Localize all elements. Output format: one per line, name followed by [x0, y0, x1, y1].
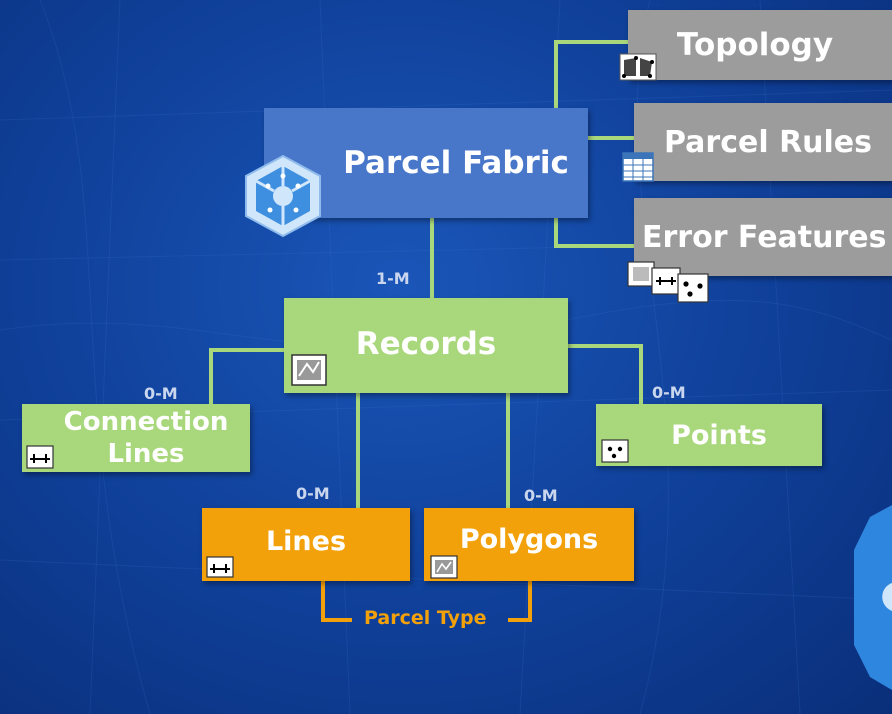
connector-records-points [568, 344, 643, 404]
line-feature-icon [26, 445, 54, 469]
connector-parcel-type-left [321, 581, 352, 622]
parcel-fabric-node: Parcel Fabric [264, 108, 588, 218]
parcel-rules-label: Parcel Rules [663, 124, 873, 160]
records-label: Records [355, 325, 497, 362]
topology-label: Topology [676, 27, 834, 63]
topology-node: Topology [628, 10, 892, 80]
parcel-fabric-label: Parcel Fabric [343, 145, 569, 181]
topology-icon [619, 53, 657, 81]
lines-node: Lines [202, 508, 410, 581]
cardinality-records: 1-M [376, 269, 410, 288]
polygons-node: Polygons [424, 508, 634, 581]
lines-feature-icon [206, 556, 234, 578]
point-feature-icon [601, 439, 629, 463]
connector-fabric-topology [554, 40, 630, 108]
connection-lines-label: Connection Lines [63, 407, 229, 469]
records-node: Records [284, 298, 568, 393]
error-features-icon [627, 261, 709, 303]
cardinality-lines: 0-M [296, 484, 330, 503]
parcel-type-label: Parcel Type [364, 607, 487, 629]
cardinality-polygons: 0-M [524, 486, 558, 505]
decorative-logo-icon [854, 505, 892, 690]
table-icon [622, 152, 654, 182]
polygons-feature-icon [430, 555, 458, 579]
cardinality-connection-lines: 0-M [144, 384, 178, 403]
connector-fabric-error-features [554, 218, 634, 248]
connector-parcel-type-right [508, 581, 532, 622]
error-features-node: Error Features [634, 198, 892, 276]
connection-lines-node: Connection Lines [22, 404, 250, 472]
connector-records-connection-lines [209, 348, 284, 404]
points-label: Points [671, 419, 767, 451]
points-node: Points [596, 404, 822, 466]
parcel-fabric-icon [245, 154, 321, 238]
error-features-label: Error Features [642, 219, 887, 255]
cardinality-points: 0-M [652, 383, 686, 402]
lines-label: Lines [265, 526, 347, 557]
polygon-feature-icon [291, 354, 327, 386]
polygons-label: Polygons [459, 524, 599, 555]
parcel-rules-node: Parcel Rules [634, 103, 892, 181]
